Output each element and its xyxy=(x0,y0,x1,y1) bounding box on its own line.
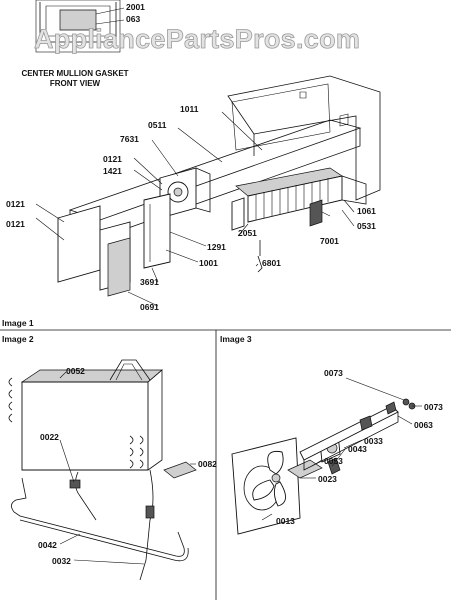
screw-0073-a xyxy=(402,398,410,406)
inset-mullion xyxy=(59,9,97,31)
label-0082: 0082 xyxy=(198,459,217,469)
heater-clip xyxy=(257,255,263,273)
label-0013: 0013 xyxy=(276,516,295,526)
label-0043: 0043 xyxy=(348,444,367,454)
label-0511: 0511 xyxy=(148,120,167,130)
inset-label-2001: 2001 xyxy=(126,2,145,12)
coil-side xyxy=(147,369,163,471)
label-0042: 0042 xyxy=(38,540,57,550)
label-1011: 1011 xyxy=(180,104,199,114)
inset-label-063: 063 xyxy=(126,14,140,24)
thermostat-lead xyxy=(75,471,97,521)
label-0121-left-b: 0121 xyxy=(6,219,25,229)
coil-bracket xyxy=(109,359,151,381)
label-0121-upper: 0121 xyxy=(103,154,122,164)
drain-trough xyxy=(231,197,245,231)
label-0531: 0531 xyxy=(357,221,376,231)
heater-lead xyxy=(139,469,154,581)
inset-gasket-view: 2001 063 CENTER MULLION GASKET FRONT VIE… xyxy=(21,0,145,88)
inset-caption-line1: CENTER MULLION GASKET xyxy=(21,69,128,78)
image3-leader-lines xyxy=(261,377,422,521)
evap-cover-panel xyxy=(143,193,171,269)
main-exploded-view: 1011 0511 7631 0121 1421 0121 0121 1291 … xyxy=(6,75,381,312)
label-0053: 0053 xyxy=(324,456,343,466)
inset-leader-1 xyxy=(95,7,125,15)
label-1061: 1061 xyxy=(357,206,376,216)
label-0073-right: 0073 xyxy=(424,402,443,412)
watermark: AppliancePartsPros.com xyxy=(34,24,360,54)
front-panel-left xyxy=(57,205,101,283)
section-image2: Image 2 xyxy=(2,334,34,344)
inset-leader-2 xyxy=(95,19,125,25)
label-0691: 0691 xyxy=(140,302,159,312)
label-1001: 1001 xyxy=(199,258,218,268)
grommet xyxy=(385,401,397,415)
front-panel-liner xyxy=(107,237,131,297)
label-7001: 7001 xyxy=(320,236,339,246)
label-2051: 2051 xyxy=(238,228,257,238)
label-0052: 0052 xyxy=(66,366,85,376)
coil-top xyxy=(20,369,163,383)
label-0073-top: 0073 xyxy=(324,368,343,378)
section-image1: Image 1 xyxy=(2,318,34,328)
thermostat xyxy=(69,479,81,489)
image2-evaporator-coil: 0052 0022 0082 0042 0032 xyxy=(8,359,217,581)
label-1421: 1421 xyxy=(103,166,122,176)
terminal-block xyxy=(163,461,197,479)
evaporator-fins xyxy=(255,178,329,220)
image2-leader-lines xyxy=(59,371,196,565)
label-3691: 3691 xyxy=(140,277,159,287)
label-0063: 0063 xyxy=(414,420,433,430)
inset-caption-line2: FRONT VIEW xyxy=(50,79,101,88)
image3-fan-assembly: 0073 0073 0063 0033 0043 0053 0023 0013 xyxy=(231,368,443,535)
label-6801: 6801 xyxy=(262,258,281,268)
cabinet-inner-panel xyxy=(231,83,331,151)
section-image3: Image 3 xyxy=(220,334,252,344)
section-dividers xyxy=(0,329,451,600)
coil-front xyxy=(21,381,149,471)
label-0033: 0033 xyxy=(364,436,383,446)
inset-gasket-inner xyxy=(45,5,111,37)
defrost-terminal xyxy=(309,199,323,227)
inset-frame xyxy=(35,0,121,53)
evaporator-side xyxy=(341,175,367,205)
label-0032: 0032 xyxy=(52,556,71,566)
label-0121-left-a: 0121 xyxy=(6,199,25,209)
coil-tube-bends xyxy=(8,377,144,469)
label-1291: 1291 xyxy=(207,242,226,252)
main-leader-lines xyxy=(35,111,355,307)
label-0023: 0023 xyxy=(318,474,337,484)
cabinet-box xyxy=(227,75,381,201)
fan-blade xyxy=(252,450,286,507)
inset-gasket-outline xyxy=(39,2,117,43)
defrost-heater-loop xyxy=(11,477,185,557)
label-0022: 0022 xyxy=(40,432,59,442)
label-7631: 7631 xyxy=(120,134,139,144)
fan-motor-body xyxy=(287,459,323,479)
